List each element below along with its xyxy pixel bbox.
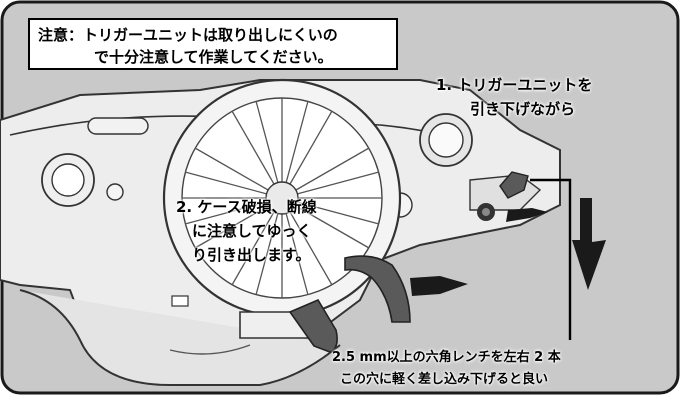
- hint-line1: 2.5 mm以上の六角レンチを左右 2 本: [332, 350, 561, 365]
- caution-note-line1: 注意：トリガーユニットは取り出しにくいの: [38, 26, 338, 44]
- trigger-unit: [288, 171, 529, 353]
- step2-line3: り引き出します。: [192, 246, 311, 264]
- step2-line2: に注意してゆっく: [192, 222, 312, 240]
- step2-line1: 2. ケース破損、断線: [176, 198, 317, 216]
- caution-note: 注意：トリガーユニットは取り出しにくいの で十分注意して作業してください。: [28, 18, 398, 70]
- hint-line2: この穴に軽く差し込み下げると良い: [340, 372, 549, 387]
- direction-arrows: [410, 178, 606, 340]
- step1-line2: 引き下げながら: [470, 100, 576, 118]
- caution-note-line2: で十分注意して作業してください。: [94, 48, 333, 66]
- steering-wheel: [162, 78, 402, 339]
- step1-line1: 1. トリガーユニットを: [436, 76, 593, 94]
